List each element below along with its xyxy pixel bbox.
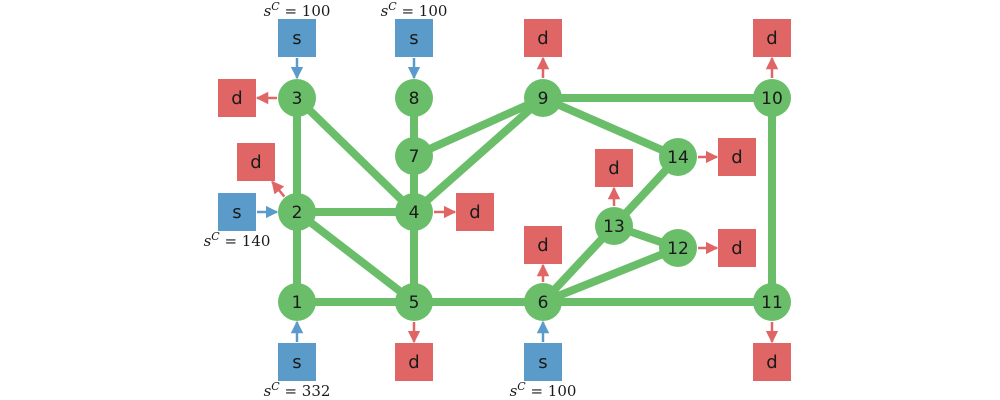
demand-box-12 (718, 229, 756, 267)
node-label-7: 7 (409, 147, 420, 167)
node-4 (395, 193, 433, 231)
demand-box-4 (456, 193, 494, 231)
node-8 (395, 79, 433, 117)
node-label-1: 1 (292, 293, 303, 313)
node-10 (753, 79, 791, 117)
edge-3-4 (293, 94, 418, 216)
node-label-6: 6 (538, 293, 549, 313)
node-label-4: 4 (409, 203, 420, 223)
node-label-5: 5 (409, 293, 420, 313)
demand-arrow-2 (271, 180, 286, 198)
capacity-label-6: sC = 100 (510, 380, 577, 400)
source-label-6: s (538, 352, 547, 373)
capacity-label-2: sC = 140 (204, 230, 271, 250)
demand-label-3: d (231, 88, 242, 109)
node-label-11: 11 (761, 293, 783, 313)
demand-box-10 (753, 19, 791, 57)
node-label-2: 2 (292, 203, 303, 223)
demand-label-11: d (766, 352, 777, 373)
node-3 (278, 79, 316, 117)
edge-7-9 (410, 94, 547, 160)
demand-label-10: d (766, 28, 777, 49)
source-label-1: s (292, 352, 301, 373)
demand-box-14 (718, 138, 756, 176)
source-label-3: s (292, 28, 301, 49)
demand-label-14: d (731, 147, 742, 168)
demand-label-13: d (608, 158, 619, 179)
demand-box-11 (753, 343, 791, 381)
node-label-9: 9 (538, 89, 549, 109)
edge-4-9 (410, 94, 547, 216)
source-label-8: s (409, 28, 418, 49)
capacity-label-1: sC = 332 (264, 380, 331, 400)
node-9 (524, 79, 562, 117)
edges-layer (293, 94, 776, 306)
source-box-3 (278, 19, 316, 57)
node-label-12: 12 (667, 239, 689, 259)
node-label-3: 3 (292, 89, 303, 109)
demand-box-13 (595, 149, 633, 187)
node-5 (395, 283, 433, 321)
demand-label-4: d (469, 202, 480, 223)
edge-2-5 (293, 208, 418, 306)
demand-box-3 (218, 79, 256, 117)
node-label-14: 14 (667, 148, 689, 168)
node-7 (395, 137, 433, 175)
source-label-2: s (232, 202, 241, 223)
node-11 (753, 283, 791, 321)
edge-9-14 (539, 94, 682, 161)
capacity-labels-layer: sC = 100 sC = 100 sC = 140 sC = 332 sC = 100 (204, 0, 577, 400)
node-label-8: 8 (409, 89, 420, 109)
boxes-layer: s s s s s d d d d d d d d d d d (218, 19, 791, 381)
node-label-10: 10 (761, 89, 783, 109)
demand-label-2: d (250, 152, 261, 173)
node-6 (524, 283, 562, 321)
source-box-6 (524, 343, 562, 381)
demand-label-9: d (537, 28, 548, 49)
demand-label-6: d (537, 235, 548, 256)
demand-box-5 (395, 343, 433, 381)
node-13 (595, 207, 633, 245)
node-1 (278, 283, 316, 321)
node-2 (278, 193, 316, 231)
arrows-layer (255, 56, 779, 344)
node-label-13: 13 (603, 217, 625, 237)
capacity-label-3: sC = 100 (264, 0, 331, 20)
demand-box-2 (237, 143, 275, 181)
demand-label-5: d (408, 352, 419, 373)
node-12 (659, 229, 697, 267)
demand-box-9 (524, 19, 562, 57)
edge-6-12 (539, 244, 682, 306)
demand-box-6 (524, 226, 562, 264)
source-box-1 (278, 343, 316, 381)
source-box-2 (218, 193, 256, 231)
node-14 (659, 138, 697, 176)
capacity-label-8: sC = 100 (381, 0, 448, 20)
demand-label-12: d (731, 238, 742, 259)
source-box-8 (395, 19, 433, 57)
